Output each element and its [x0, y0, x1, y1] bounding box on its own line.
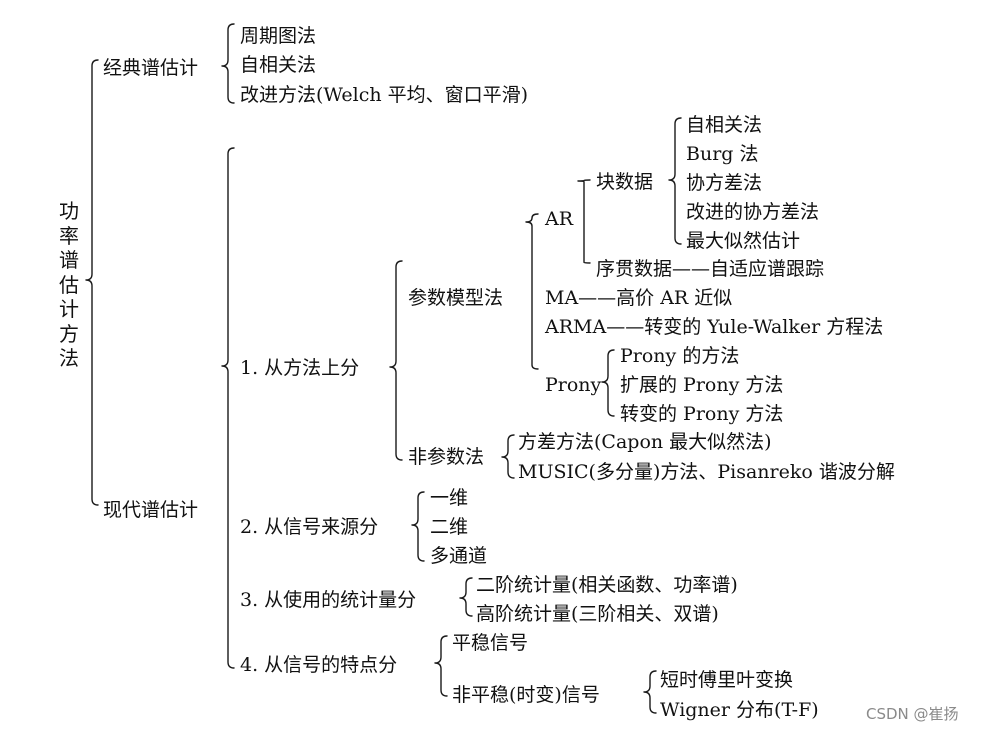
brace-source: [411, 491, 425, 562]
arma-label: ARMA——转变的 Yule-Walker 方程法: [545, 316, 884, 338]
brace-nonstationary: [643, 670, 657, 714]
block-item-autocorrelation: 自相关法: [686, 114, 763, 136]
block-data-label: 块数据: [596, 171, 654, 193]
sequential-data-label: 序贯数据——自适应谱跟踪: [596, 258, 825, 280]
classic-item-improved: 改进方法(Welch 平均、窗口平滑): [240, 84, 529, 106]
brace-stats: [459, 577, 473, 617]
block-item-burg: Burg 法: [686, 143, 759, 165]
stationary-label: 平稳信号: [452, 632, 529, 654]
brace-method: [389, 260, 403, 461]
brace-root: [85, 59, 99, 506]
brace-prony: [601, 349, 615, 417]
block-item-max-likelihood: 最大似然估计: [686, 230, 801, 252]
block-item-covariance: 协方差法: [686, 172, 763, 194]
prony-item-modified: 转变的 Prony 方法: [620, 403, 784, 425]
source-label: 2. 从信号来源分: [240, 516, 379, 538]
source-item-1d: 一维: [430, 487, 469, 509]
nonparam-label: 非参数法: [408, 446, 485, 468]
source-item-2d: 二维: [430, 516, 469, 538]
stats-item-second-order: 二阶统计量(相关函数、功率谱): [476, 574, 738, 596]
block-item-improved-covariance: 改进的协方差法: [686, 201, 820, 223]
ma-label: MA——高价 AR 近似: [545, 287, 733, 309]
stats-label: 3. 从使用的统计量分: [240, 589, 417, 611]
brace-param: [525, 213, 539, 370]
nonstationary-item-stft: 短时傅里叶变换: [660, 669, 794, 691]
brace-classic: [221, 23, 235, 104]
prony-item-extended: 扩展的 Prony 方法: [620, 374, 784, 396]
brace-block: [668, 117, 682, 245]
nonparam-item-music: MUSIC(多分量)方法、Pisanreko 谐波分解: [518, 461, 895, 483]
classic-item-autocorrelation: 自相关法: [240, 54, 317, 76]
brace-modern: [221, 147, 235, 669]
method-label: 1. 从方法上分: [240, 357, 360, 379]
param-model-label: 参数模型法: [408, 287, 504, 309]
prony-item-method: Prony 的方法: [620, 345, 740, 367]
feature-label: 4. 从信号的特点分: [240, 654, 398, 676]
ar-label: AR: [545, 208, 574, 230]
prony-label: Prony: [545, 374, 602, 396]
brace-ar: [577, 179, 591, 264]
nonstationary-label: 非平稳(时变)信号: [452, 684, 600, 706]
stats-item-higher-order: 高阶统计量(三阶相关、双谱): [476, 603, 719, 625]
root-label: 功 率 谱 估 计 方 法: [59, 199, 79, 370]
nonparam-item-capon: 方差方法(Capon 最大似然法): [518, 431, 772, 453]
watermark: CSDN @崔扬: [866, 705, 959, 723]
brace-feature: [434, 635, 448, 697]
nonstationary-item-wigner: Wigner 分布(T-F): [660, 699, 819, 721]
classic-item-periodogram: 周期图法: [240, 25, 317, 47]
modern-label: 现代谱估计: [103, 499, 199, 521]
classic-label: 经典谱估计: [103, 57, 199, 79]
source-item-multichannel: 多通道: [430, 545, 488, 567]
brace-nonparam: [501, 434, 515, 479]
